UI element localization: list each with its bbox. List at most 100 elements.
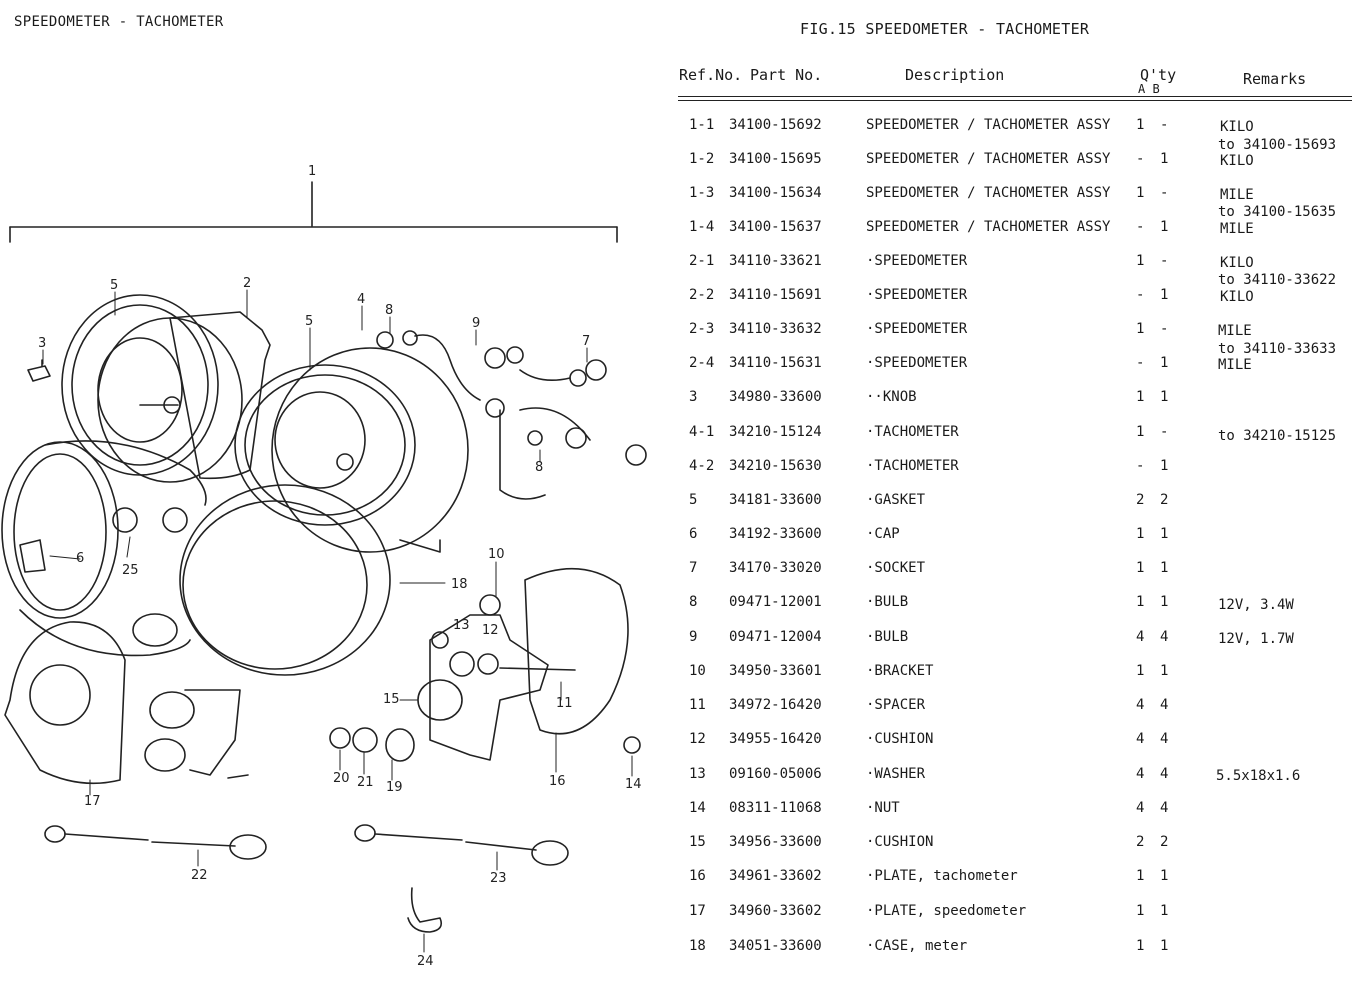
ref-no: 18 [689,938,706,954]
qty-b: 1 [1160,560,1169,576]
qty-a: - [1136,458,1145,474]
callout-7: 7 [582,334,591,349]
ref-no: 1-4 [689,219,715,235]
part-no: 34100-15692 [729,117,822,133]
description: ·CUSHION [866,731,934,747]
description: ·BULB [866,629,909,645]
qty-a: 2 [1136,492,1145,508]
callout-8b: 8 [535,460,544,475]
ref-no: 2-1 [689,253,715,269]
part-no: 34955-16420 [729,731,822,747]
qty-b: 1 [1160,355,1169,371]
part-no: 34960-33602 [729,903,822,919]
description: ·BULB [866,594,909,610]
callout-18: 18 [451,577,468,592]
remark: MILE [1218,323,1252,339]
header-part: Part No. [750,66,823,84]
callout-4: 4 [357,292,366,307]
callout-14: 14 [625,777,642,792]
part-no: 34100-15695 [729,151,822,167]
ref-no: 6 [689,526,698,542]
callout-23: 23 [490,871,507,886]
qty-a: 2 [1136,834,1145,850]
qty-b: 1 [1160,868,1169,884]
qty-a: 1 [1136,253,1145,269]
description: ·SPEEDOMETER [866,355,968,371]
description: SPEEDOMETER / TACHOMETER ASSY [866,151,1111,167]
remark: MILE [1218,357,1252,373]
remark: 12V, 1.7W [1218,631,1294,647]
qty-a: - [1136,287,1145,303]
table-row: 1-1 34100-15692 SPEEDOMETER / TACHOMETER A… [665,117,1352,137]
ref-no: 3 [689,389,698,405]
speedometer-plate [4,621,126,785]
qty-a: 4 [1136,766,1145,782]
qty-b: 2 [1160,492,1169,508]
description: ·PLATE, tachometer [866,868,1018,884]
part-no: 34956-33600 [729,834,822,850]
qty-b: - [1160,321,1169,337]
qty-b: 1 [1160,663,1169,679]
qty-b: 4 [1160,731,1169,747]
description: ·CUSHION [866,834,934,850]
knob [27,359,51,382]
header-qty-ab: A B [1138,82,1160,96]
part-no: 09471-12004 [729,629,822,645]
callout-3: 3 [38,336,47,351]
callout-6: 6 [76,551,85,566]
lower-sockets [144,689,249,779]
callout-2: 2 [243,276,252,291]
remark: to 34110-33622 [1218,272,1337,288]
qty-b: - [1160,185,1169,201]
ref-no: 1-1 [689,117,715,133]
qty-a: 1 [1136,526,1145,542]
remark: to 34110-33633 [1218,341,1337,357]
description: ·TACHOMETER [866,424,959,440]
description: ·CAP [866,526,900,542]
header-rule-double [678,100,1352,101]
ref-no: 2-3 [689,321,715,337]
description: ·CASE, meter [866,938,968,954]
part-no: 09471-12001 [729,594,822,610]
qty-a: - [1136,151,1145,167]
callout-10: 10 [488,547,505,562]
qty-b: 4 [1160,766,1169,782]
description: SPEEDOMETER / TACHOMETER ASSY [866,117,1111,133]
leader-lines [42,289,633,953]
qty-a: 1 [1136,560,1145,576]
qty-b: 4 [1160,629,1169,645]
qty-a: - [1136,355,1145,371]
callout-20: 20 [333,771,350,786]
callout-5a: 5 [110,278,119,293]
part-no: 34972-16420 [729,697,822,713]
callout-21: 21 [357,775,374,790]
qty-a: 1 [1136,117,1145,133]
speedometer-cable [44,825,267,860]
description: ·SPACER [866,697,926,713]
qty-b: 1 [1160,938,1169,954]
qty-b: 1 [1160,526,1169,542]
callout-17: 17 [84,794,101,809]
ref-no: 2-4 [689,355,715,371]
qty-b: 1 [1160,151,1169,167]
remark: KILO [1220,255,1254,271]
assembly-bracket [9,181,618,243]
remark: KILO [1220,119,1254,135]
bracket-assembly [429,594,576,761]
ref-no: 16 [689,868,706,884]
ref-no: 15 [689,834,706,850]
qty-b: - [1160,253,1169,269]
description: ·TACHOMETER [866,458,959,474]
